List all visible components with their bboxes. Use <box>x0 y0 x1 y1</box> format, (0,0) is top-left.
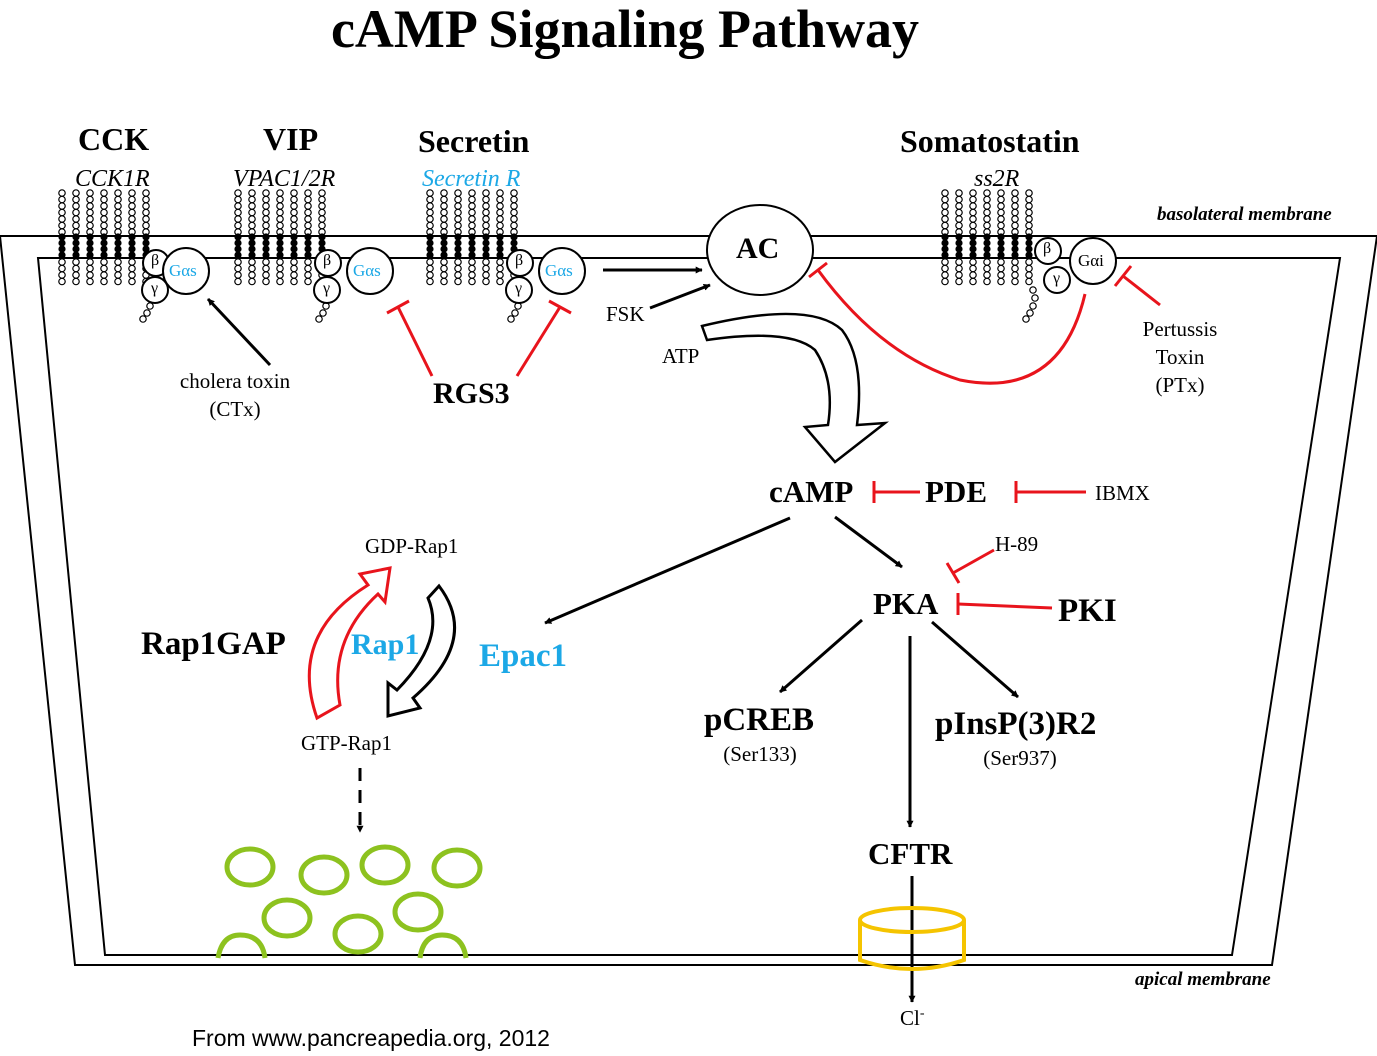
gamma-label-secretin: γ <box>515 280 523 297</box>
beta-label-ss2r: β <box>1043 240 1052 257</box>
gdp-rap1-label: GDP-Rap1 <box>365 534 459 558</box>
receptor-vpac: VPAC1/2R <box>233 166 336 192</box>
g-protein-cck <box>141 247 210 304</box>
beta-label-cck: β <box>151 252 160 269</box>
camp-to-epac1-arrow <box>544 516 791 625</box>
pinsp3r2-label: pInsP(3)R2 <box>935 706 1097 742</box>
rgs3-inhibits-vip-gs <box>396 306 434 377</box>
gai-label: Gαi <box>1078 251 1104 270</box>
gamma-label-cck: γ <box>151 280 159 297</box>
g-protein-secretin <box>505 247 586 304</box>
vesicles <box>215 844 483 959</box>
rap1gap-cycle-arrow <box>307 566 392 721</box>
receptor-cck-7tm <box>58 189 156 323</box>
chloride-label: Cl- <box>900 1007 925 1029</box>
receptor-secretin-7tm <box>426 189 524 323</box>
ligand-secretin: Secretin <box>418 123 530 159</box>
gtp-rap1-label: GTP-Rap1 <box>301 731 392 755</box>
rgs3-inhibits-secretin-gs <box>515 306 562 377</box>
source-credit: From www.pancreapedia.org, 2012 <box>192 1025 550 1051</box>
pka-to-pinsp3r2-arrow <box>931 620 1019 699</box>
ptx-label: (PTx) <box>1155 373 1205 397</box>
ser937-label: (Ser937) <box>983 746 1057 770</box>
ctx-to-gs-arrow <box>206 297 272 367</box>
atp-label: ATP <box>662 344 700 368</box>
ac-label: AC <box>736 232 780 265</box>
ptx-inhibits-gi <box>1122 274 1161 307</box>
receptor-cck1r: CCK1R <box>75 166 150 192</box>
rap1-label: Rap1 <box>351 628 420 661</box>
gas-label-vip: Gαs <box>353 261 381 280</box>
gas-label-secretin: Gαs <box>545 261 573 280</box>
page-title: cAMP Signaling Pathway <box>330 0 920 59</box>
beta-label-vip: β <box>323 252 332 269</box>
cftr-channel <box>858 906 966 971</box>
gamma-label-vip: γ <box>323 280 331 297</box>
beta-label-secretin: β <box>515 252 524 269</box>
inhibition-lines <box>386 261 1161 615</box>
receptor-vip-7tm <box>234 189 332 323</box>
fsk-label: FSK <box>606 302 645 326</box>
rap1gap-label: Rap1GAP <box>141 626 286 662</box>
g-protein-ss2r <box>1034 237 1117 294</box>
receptor-ss2r-7tm <box>941 189 1039 323</box>
gas-label-cck: Gαs <box>169 261 197 280</box>
epac1-label: Epac1 <box>479 638 568 674</box>
receptor-ss2r: ss2R <box>974 166 1020 192</box>
cftr-label: CFTR <box>868 836 953 871</box>
ibmx-label: IBMX <box>1095 481 1150 505</box>
activation-arrows <box>206 266 1019 1003</box>
camp-to-pka-arrow <box>834 515 903 569</box>
ligand-vip: VIP <box>263 121 319 157</box>
h89-inhibits-pka <box>952 548 995 575</box>
toxin-label: Toxin <box>1155 345 1205 369</box>
chloride-symbol: Cl <box>900 1006 920 1030</box>
gamma-label-ss2r: γ <box>1053 270 1061 287</box>
pertussis-label: Pertussis <box>1142 317 1218 341</box>
pka-label: PKA <box>873 586 939 621</box>
camp-label: cAMP <box>769 474 854 509</box>
pki-inhibits-pka <box>957 602 1053 610</box>
g-protein-vip <box>313 247 394 304</box>
chloride-charge: - <box>919 1006 925 1021</box>
ligand-cck: CCK <box>78 121 150 157</box>
pka-to-pcreb-arrow <box>779 618 863 694</box>
epac1-cycle-arrow <box>386 583 456 718</box>
apical-membrane-label: apical membrane <box>1135 969 1271 990</box>
receptor-secretin: Secretin R <box>422 166 521 192</box>
pcreb-label: pCREB <box>704 702 815 738</box>
gi-inhibits-ac <box>816 269 1087 385</box>
ligand-somatostatin: Somatostatin <box>900 123 1080 159</box>
basolateral-membrane-label: basolateral membrane <box>1157 204 1332 225</box>
ser133-label: (Ser133) <box>723 742 797 766</box>
adenylyl-cyclase-shape <box>706 204 814 296</box>
h89-label: H-89 <box>995 532 1039 556</box>
pki-label: PKI <box>1058 593 1117 629</box>
ctx-label: (CTx) <box>209 397 261 421</box>
cholera-toxin-label: cholera toxin <box>179 369 291 393</box>
cell-outline <box>0 235 1377 966</box>
rgs3-label: RGS3 <box>433 377 510 410</box>
fsk-to-ac-arrow <box>649 283 711 310</box>
atp-to-camp-arrow <box>700 312 890 464</box>
pde-label: PDE <box>925 474 987 509</box>
